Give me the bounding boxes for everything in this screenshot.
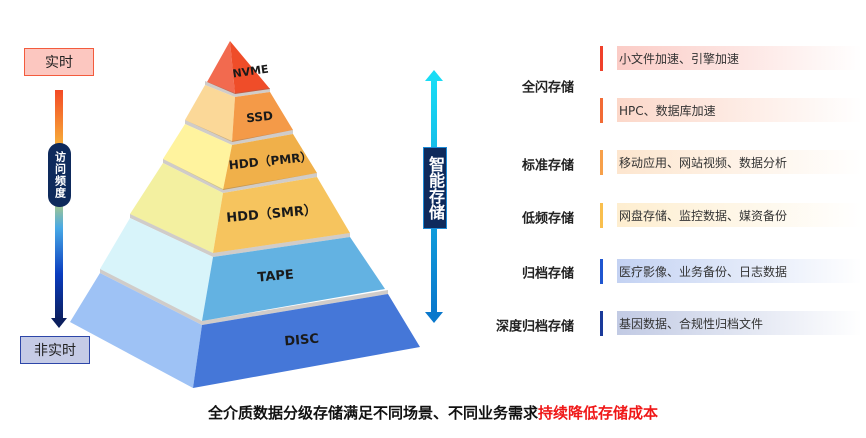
use-case-marker: [600, 46, 603, 71]
use-case-marker: [600, 150, 603, 175]
caption: 全介质数据分级存储满足不同场景、不同业务需求持续降低存储成本: [0, 402, 866, 423]
layer-tape-right-face: [202, 237, 385, 321]
layer-ssd-right-face: [232, 92, 293, 142]
use-case-marker: [600, 311, 603, 336]
caption-highlight: 持续降低存储成本: [538, 404, 659, 422]
layer-disc-left-face: [70, 273, 202, 388]
layer-tape-ledge: [130, 214, 350, 257]
realtime-label: 实时: [24, 48, 94, 76]
layer-hdd-smr-ledge: [163, 159, 317, 193]
smart-storage-label: 智能存储: [423, 147, 447, 229]
layer-hdd-smr-left-face: [130, 163, 223, 253]
use-case-text: 移动应用、网站视频、数据分析: [617, 150, 862, 174]
layer-label-nvme: NVME: [232, 63, 270, 81]
use-case-text: 小文件加速、引擎加速: [617, 46, 862, 70]
category-all-flash: 全闪存储: [521, 80, 574, 96]
layer-label-tape: TAPE: [257, 267, 294, 285]
layer-tape-left-face: [100, 218, 213, 321]
category-deep-archive: 深度归档存储: [495, 319, 574, 335]
arrow-up-icon: [425, 70, 443, 81]
use-case-marker: [600, 98, 603, 123]
layer-hdd-pmr-ledge: [185, 120, 293, 145]
layer-hdd-pmr-right-face: [223, 134, 317, 190]
arrow-down-icon: [51, 318, 67, 328]
access-frequency-label: 访问频度: [48, 143, 71, 207]
use-case-marker: [600, 203, 603, 228]
use-case-marker: [600, 259, 603, 284]
layer-ssd-ledge: [205, 81, 270, 97]
non-realtime-label: 非实时: [20, 336, 90, 364]
layer-ssd-left-face: [185, 85, 235, 142]
use-case-text: 基因数据、合规性归档文件: [617, 311, 862, 335]
use-case-text: 医疗影像、业务备份、日志数据: [617, 259, 862, 283]
arrow-down-icon: [425, 312, 443, 323]
use-case-text: 网盘存储、监控数据、媒资备份: [617, 203, 862, 227]
layer-disc-right-face: [193, 294, 420, 388]
use-case-text: HPC、数据库加速: [617, 98, 862, 122]
layer-label-hdd-smr: HDD（SMR）: [226, 202, 318, 226]
layer-hdd-smr-right-face: [213, 177, 350, 253]
category-archive: 归档存储: [521, 266, 574, 282]
layer-hdd-pmr-left-face: [163, 124, 232, 190]
category-standard: 标准存储: [521, 158, 574, 174]
category-infrequent: 低频存储: [521, 211, 574, 227]
caption-main: 全介质数据分级存储满足不同场景、不同业务需求: [207, 404, 538, 422]
layer-nvme-right-face: [230, 41, 270, 94]
layer-nvme-left-face: [207, 41, 235, 94]
layer-label-disc: DISC: [284, 332, 320, 350]
layer-label-ssd: SSD: [246, 109, 274, 126]
